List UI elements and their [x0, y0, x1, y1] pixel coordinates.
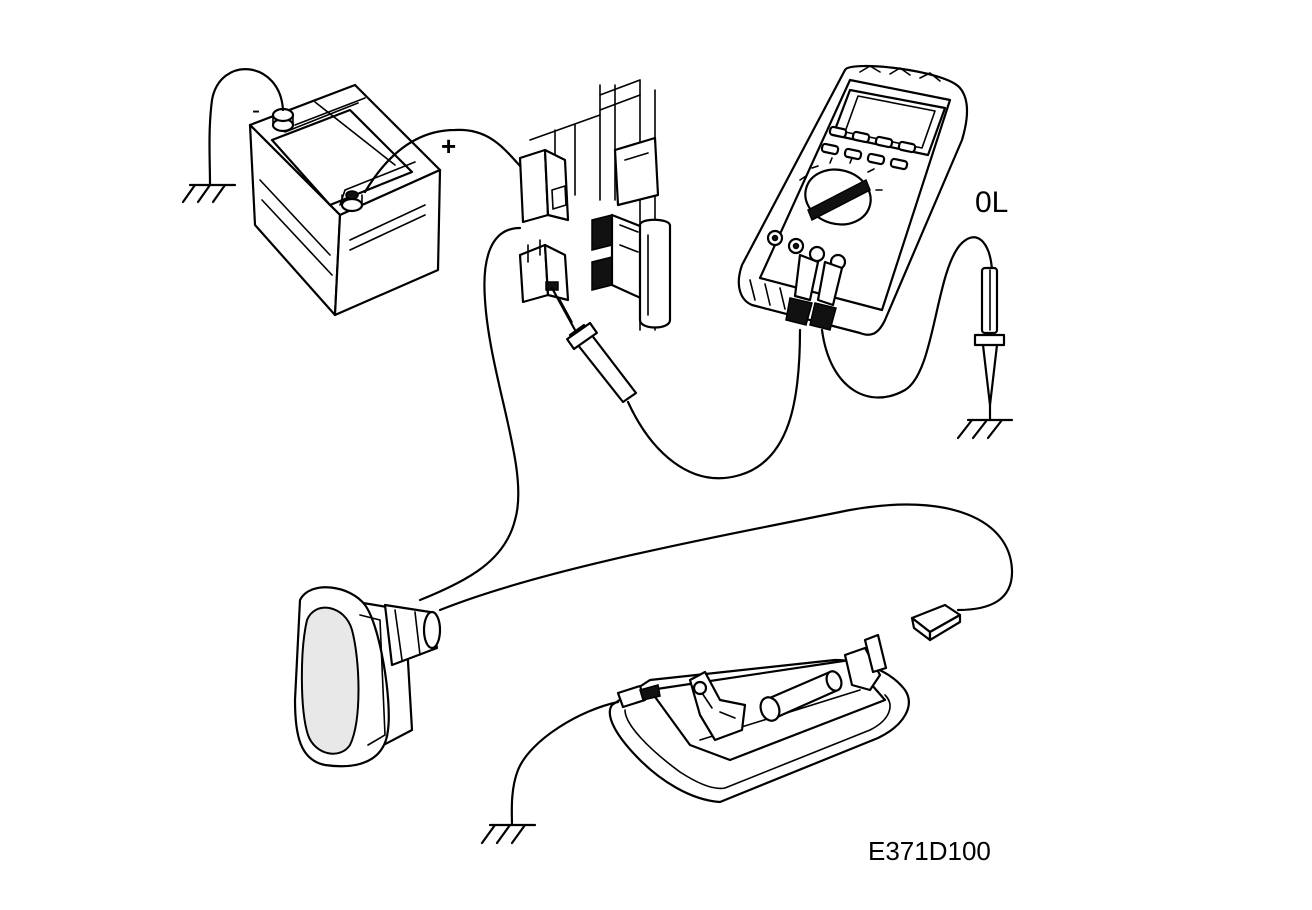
ground-symbol-meter	[956, 418, 1014, 440]
battery-negative-terminal	[271, 107, 295, 133]
ground-symbol-lamp	[480, 823, 537, 845]
ground-symbol-battery	[181, 183, 237, 204]
switch	[293, 586, 442, 768]
meter-lead-black	[820, 236, 994, 399]
battery	[248, 83, 442, 317]
fuse-box	[518, 79, 672, 331]
meter-reading: 0L	[975, 186, 1008, 219]
battery-negative-sign: -	[252, 97, 260, 124]
multimeter-rotary-dial	[799, 157, 883, 226]
battery-positive-wire	[363, 128, 524, 194]
test-probe-ground	[973, 266, 1006, 422]
meter-lead-red	[626, 328, 802, 480]
battery-ground-wire	[208, 68, 285, 187]
switch-to-lamp-wire	[438, 503, 1014, 612]
lamp-ground-wire	[510, 700, 620, 827]
battery-positive-terminal	[340, 190, 364, 213]
test-probe-fuse	[550, 286, 638, 404]
lamp-unit	[608, 633, 910, 804]
multimeter-buttons	[820, 125, 917, 171]
fuse-to-switch-wire	[418, 226, 522, 602]
figure-code: E371D100	[868, 836, 991, 866]
battery-positive-sign: +	[441, 131, 456, 161]
loose-connector	[910, 603, 962, 642]
lamp-bulb	[759, 670, 843, 722]
multimeter	[737, 64, 969, 336]
blade-fuse	[591, 213, 647, 302]
